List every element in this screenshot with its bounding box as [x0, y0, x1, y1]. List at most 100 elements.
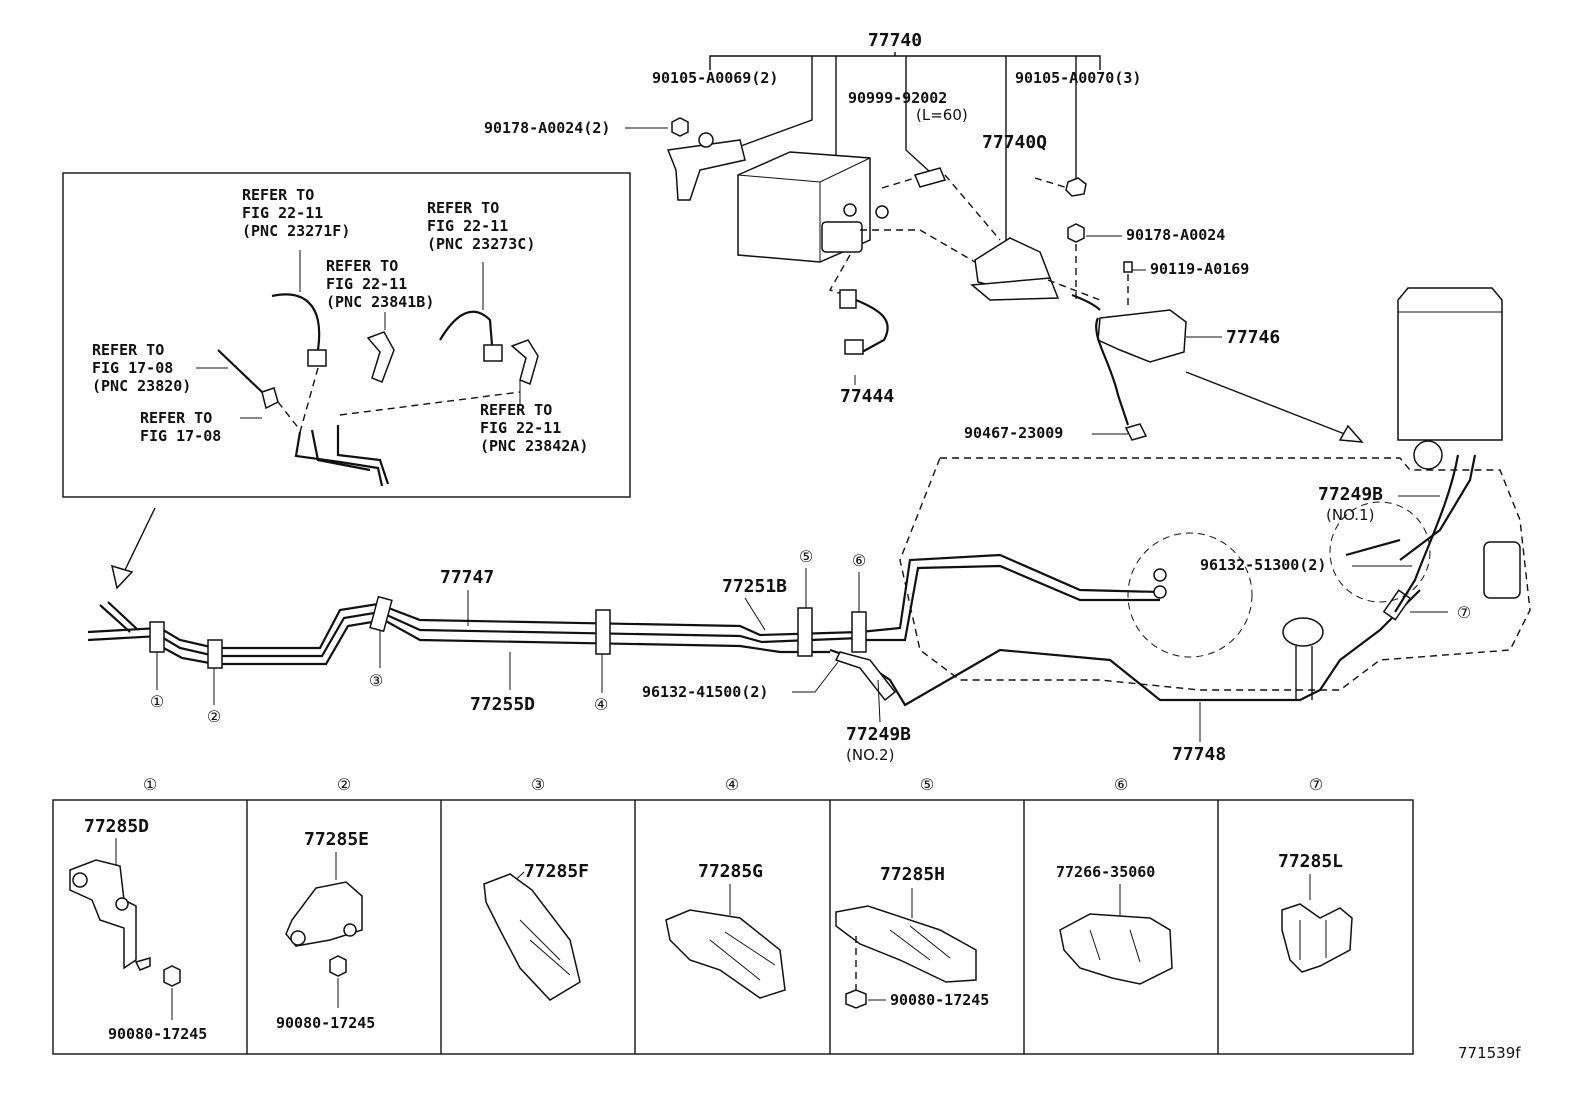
tank-vent-pipe: [1345, 538, 1401, 557]
label-90105-A0069: 90105-A0069(2): [652, 69, 778, 87]
callout-5: ⑤: [799, 547, 813, 566]
label-77251B: 77251B: [722, 576, 787, 597]
table-frame: [52, 799, 1414, 1055]
clamp-77285D-pin: [115, 897, 129, 911]
clamp-77285G-slots: [709, 931, 776, 981]
clamp-3-icon: [369, 595, 393, 633]
fuel-tank-outline: [899, 457, 1531, 691]
table-head-4: ④: [725, 775, 739, 794]
inset-ref-f-3: (PNC 23842A): [480, 437, 588, 455]
callouts: ① ② ③ ④ ⑤ ⑥ ⑦: [150, 547, 1471, 726]
inset-clip-e-icon: [261, 387, 279, 410]
inset-leaders: [196, 250, 521, 419]
inset-tube-2: [336, 425, 390, 485]
bolt-icon: [698, 132, 714, 148]
callout-4: ④: [594, 695, 608, 714]
clamp-fastener-2: 90080-17245: [276, 1014, 375, 1032]
inset-tube-3: [310, 429, 371, 472]
clamp-part-2: 77285E: [304, 829, 369, 850]
label-no2: (NO.2): [846, 746, 894, 764]
callout-6: ⑥: [852, 551, 866, 570]
label-96132-51300: 96132-51300(2): [1200, 556, 1326, 574]
clamp-77285E-pin: [343, 923, 357, 937]
inset-ref-e-1: REFER TO: [140, 409, 212, 427]
tube-77251B-b: [860, 564, 1160, 642]
inset-hose-a: [271, 293, 321, 351]
clamp-77266-35060-icon: [1059, 913, 1173, 985]
nut-icon: [671, 117, 689, 137]
label-77249B-no1: 77249B: [1318, 484, 1383, 505]
callout-3: ③: [369, 671, 383, 690]
inset-box: REFER TO FIG 22-11 (PNC 23271F) REFER TO…: [62, 172, 631, 498]
inset-ref-b-2: FIG 22-11: [427, 217, 508, 235]
nut-5-icon: [845, 989, 867, 1009]
inset-connector-b-icon: [483, 344, 503, 362]
inset-ref-c-2: FIG 22-11: [326, 275, 407, 293]
label-no1: (NO.1): [1326, 506, 1374, 524]
hose-no1-b: [1399, 454, 1477, 561]
top-assembly: 77740 90105-A0069(2) 90105-A0070(3) 9099…: [484, 30, 1364, 443]
clamp-4-icon: [595, 609, 611, 655]
clamp-77285L-slots: [1299, 920, 1327, 960]
figure-id: 771539f: [1458, 1044, 1521, 1062]
label-90999-92002: 90999-92002: [848, 89, 947, 107]
clamp-77285H-icon: [835, 905, 977, 983]
label-90178-A0024: 90178-A0024: [1126, 226, 1225, 244]
table-head-3: ③: [531, 775, 545, 794]
clamp-77285E-icon: [285, 881, 363, 947]
tube-77747-b: [87, 610, 861, 658]
clamp-77285F-slots: [519, 919, 571, 976]
clamp-2-icon: [207, 639, 223, 669]
fastener-dash: [1034, 177, 1129, 310]
canister-edges: [737, 157, 871, 262]
filter-icon: [1097, 309, 1187, 363]
table-head-5: ⑤: [920, 775, 934, 794]
clamp-1-icon: [149, 621, 165, 653]
table-head-6: ⑥: [1114, 775, 1128, 794]
tube-77251B: [859, 553, 1161, 634]
valve-bracket-icon: [970, 277, 1060, 301]
callout-2: ②: [207, 707, 221, 726]
tank-vent-circle: [1329, 501, 1431, 603]
clamp-fastener-5: 90080-17245: [890, 991, 989, 1009]
nut-1-icon: [163, 965, 181, 987]
connector-tube: [855, 298, 889, 353]
inset-connector-a-icon: [307, 349, 327, 367]
inset-ref-a-3: (PNC 23271F): [242, 222, 350, 240]
inset-ref-f-2: FIG 22-11: [480, 419, 561, 437]
inset-dash: [277, 367, 521, 433]
bolt-small-icon: [1123, 261, 1133, 273]
arrow-head-icon: [1338, 424, 1364, 443]
inset-ref-f-1: REFER TO: [480, 401, 552, 419]
clip-icon: [1124, 423, 1148, 441]
leader-96132-41500: [792, 661, 839, 693]
clamp-77285G-icon: [665, 909, 786, 999]
label-96132-41500: 96132-41500(2): [642, 683, 768, 701]
clamp-77285H-slots: [889, 925, 951, 961]
inset-frame: [62, 172, 631, 498]
clamp-part-6: 77266-35060: [1056, 863, 1155, 881]
clamp-77285F-icon: [483, 873, 581, 1001]
inset-ref-c-3: (PNC 23841B): [326, 293, 434, 311]
arrow-head-inset-icon: [110, 564, 134, 590]
right-canister-icon: [1397, 287, 1503, 441]
label-77740: 77740: [868, 30, 922, 51]
inset-hose-b: [439, 310, 494, 346]
clamp-77266-slots: [1089, 929, 1141, 963]
inset-ref-d-3: (PNC 23820): [92, 377, 191, 395]
label-90178-A0024-2: 90178-A0024(2): [484, 119, 610, 137]
clamp-77285L-icon: [1281, 903, 1353, 973]
inset-ref-a-2: FIG 22-11: [242, 204, 323, 222]
leader-77249B-no2: [877, 679, 881, 723]
clamp-part-3: 77285F: [524, 861, 589, 882]
table-head-1: ①: [143, 775, 157, 794]
clamp-part-1: 77285D: [84, 816, 149, 837]
clamp-5-icon: [797, 607, 813, 657]
leader-hose: [905, 56, 931, 173]
canister-port2-icon: [875, 205, 889, 219]
callout-7: ⑦: [1457, 603, 1471, 622]
valve-dash: [1047, 279, 1101, 301]
label-77740Q: 77740Q: [982, 132, 1047, 153]
right-valve-icon: [1413, 440, 1443, 470]
inset-ref-c-1: REFER TO: [326, 257, 398, 275]
